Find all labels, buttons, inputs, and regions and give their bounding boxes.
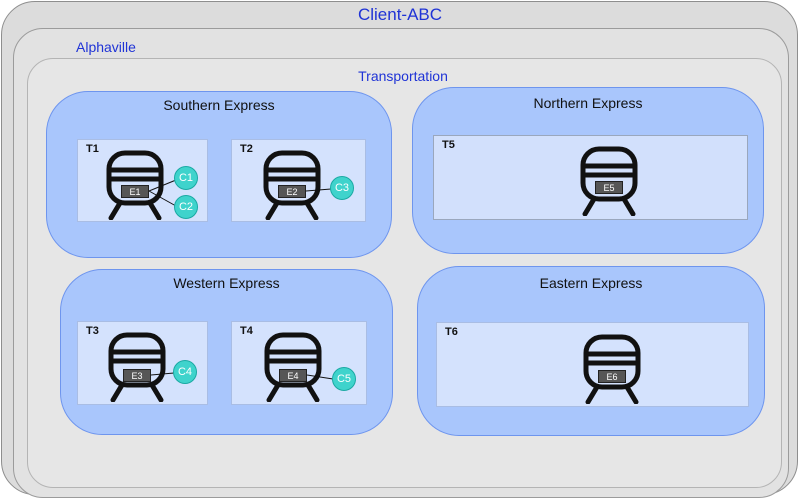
engine-tag: E5 xyxy=(595,181,623,194)
train-icon xyxy=(577,334,647,404)
site-title: Alphaville xyxy=(76,39,136,55)
connector-lines xyxy=(306,374,334,380)
engine-tag: E4 xyxy=(279,369,307,382)
car-node: C3 xyxy=(330,176,354,200)
train-label: T4 xyxy=(240,325,253,337)
group-eastern-express: Eastern Express T6 E6 xyxy=(417,266,765,436)
train-box-t1: T1 E1 C1 C2 xyxy=(77,139,208,222)
connector-lines xyxy=(305,188,332,192)
train-box-t5: T5 E5 xyxy=(433,135,748,220)
group-title: Eastern Express xyxy=(539,275,643,291)
train-box-t6: T6 E6 xyxy=(436,322,749,407)
engine-tag: E3 xyxy=(123,369,151,382)
group-northern-express: Northern Express T5 E5 xyxy=(412,87,764,254)
car-node: C5 xyxy=(332,367,356,391)
group-title: Western Express xyxy=(173,275,280,291)
engine-tag: E6 xyxy=(598,370,626,383)
engine-tag: E2 xyxy=(278,185,306,198)
train-label: T5 xyxy=(442,139,455,151)
group-title: Northern Express xyxy=(533,95,643,111)
car-node: C4 xyxy=(173,360,197,384)
group-southern-express: Southern Express T1 E1 C1 C2 T2 E2 C3 xyxy=(46,91,392,258)
train-box-t3: T3 E3 C4 xyxy=(77,321,208,405)
train-label: T1 xyxy=(86,143,99,155)
train-label: T3 xyxy=(86,325,99,337)
car-node: C1 xyxy=(174,166,198,190)
train-box-t4: T4 E4 C5 xyxy=(231,321,367,405)
connector-lines xyxy=(148,179,177,207)
train-label: T6 xyxy=(445,326,458,338)
train-box-t2: T2 E2 C3 xyxy=(231,139,366,222)
division-title: Transportation xyxy=(358,68,448,84)
group-western-express: Western Express T3 E3 C4 T4 E4 C5 xyxy=(60,269,393,435)
client-title: Client-ABC xyxy=(357,5,443,24)
group-title: Southern Express xyxy=(163,97,275,113)
car-node: C2 xyxy=(174,195,198,219)
connector-lines xyxy=(150,372,175,376)
train-label: T2 xyxy=(240,143,253,155)
engine-tag: E1 xyxy=(121,185,149,198)
